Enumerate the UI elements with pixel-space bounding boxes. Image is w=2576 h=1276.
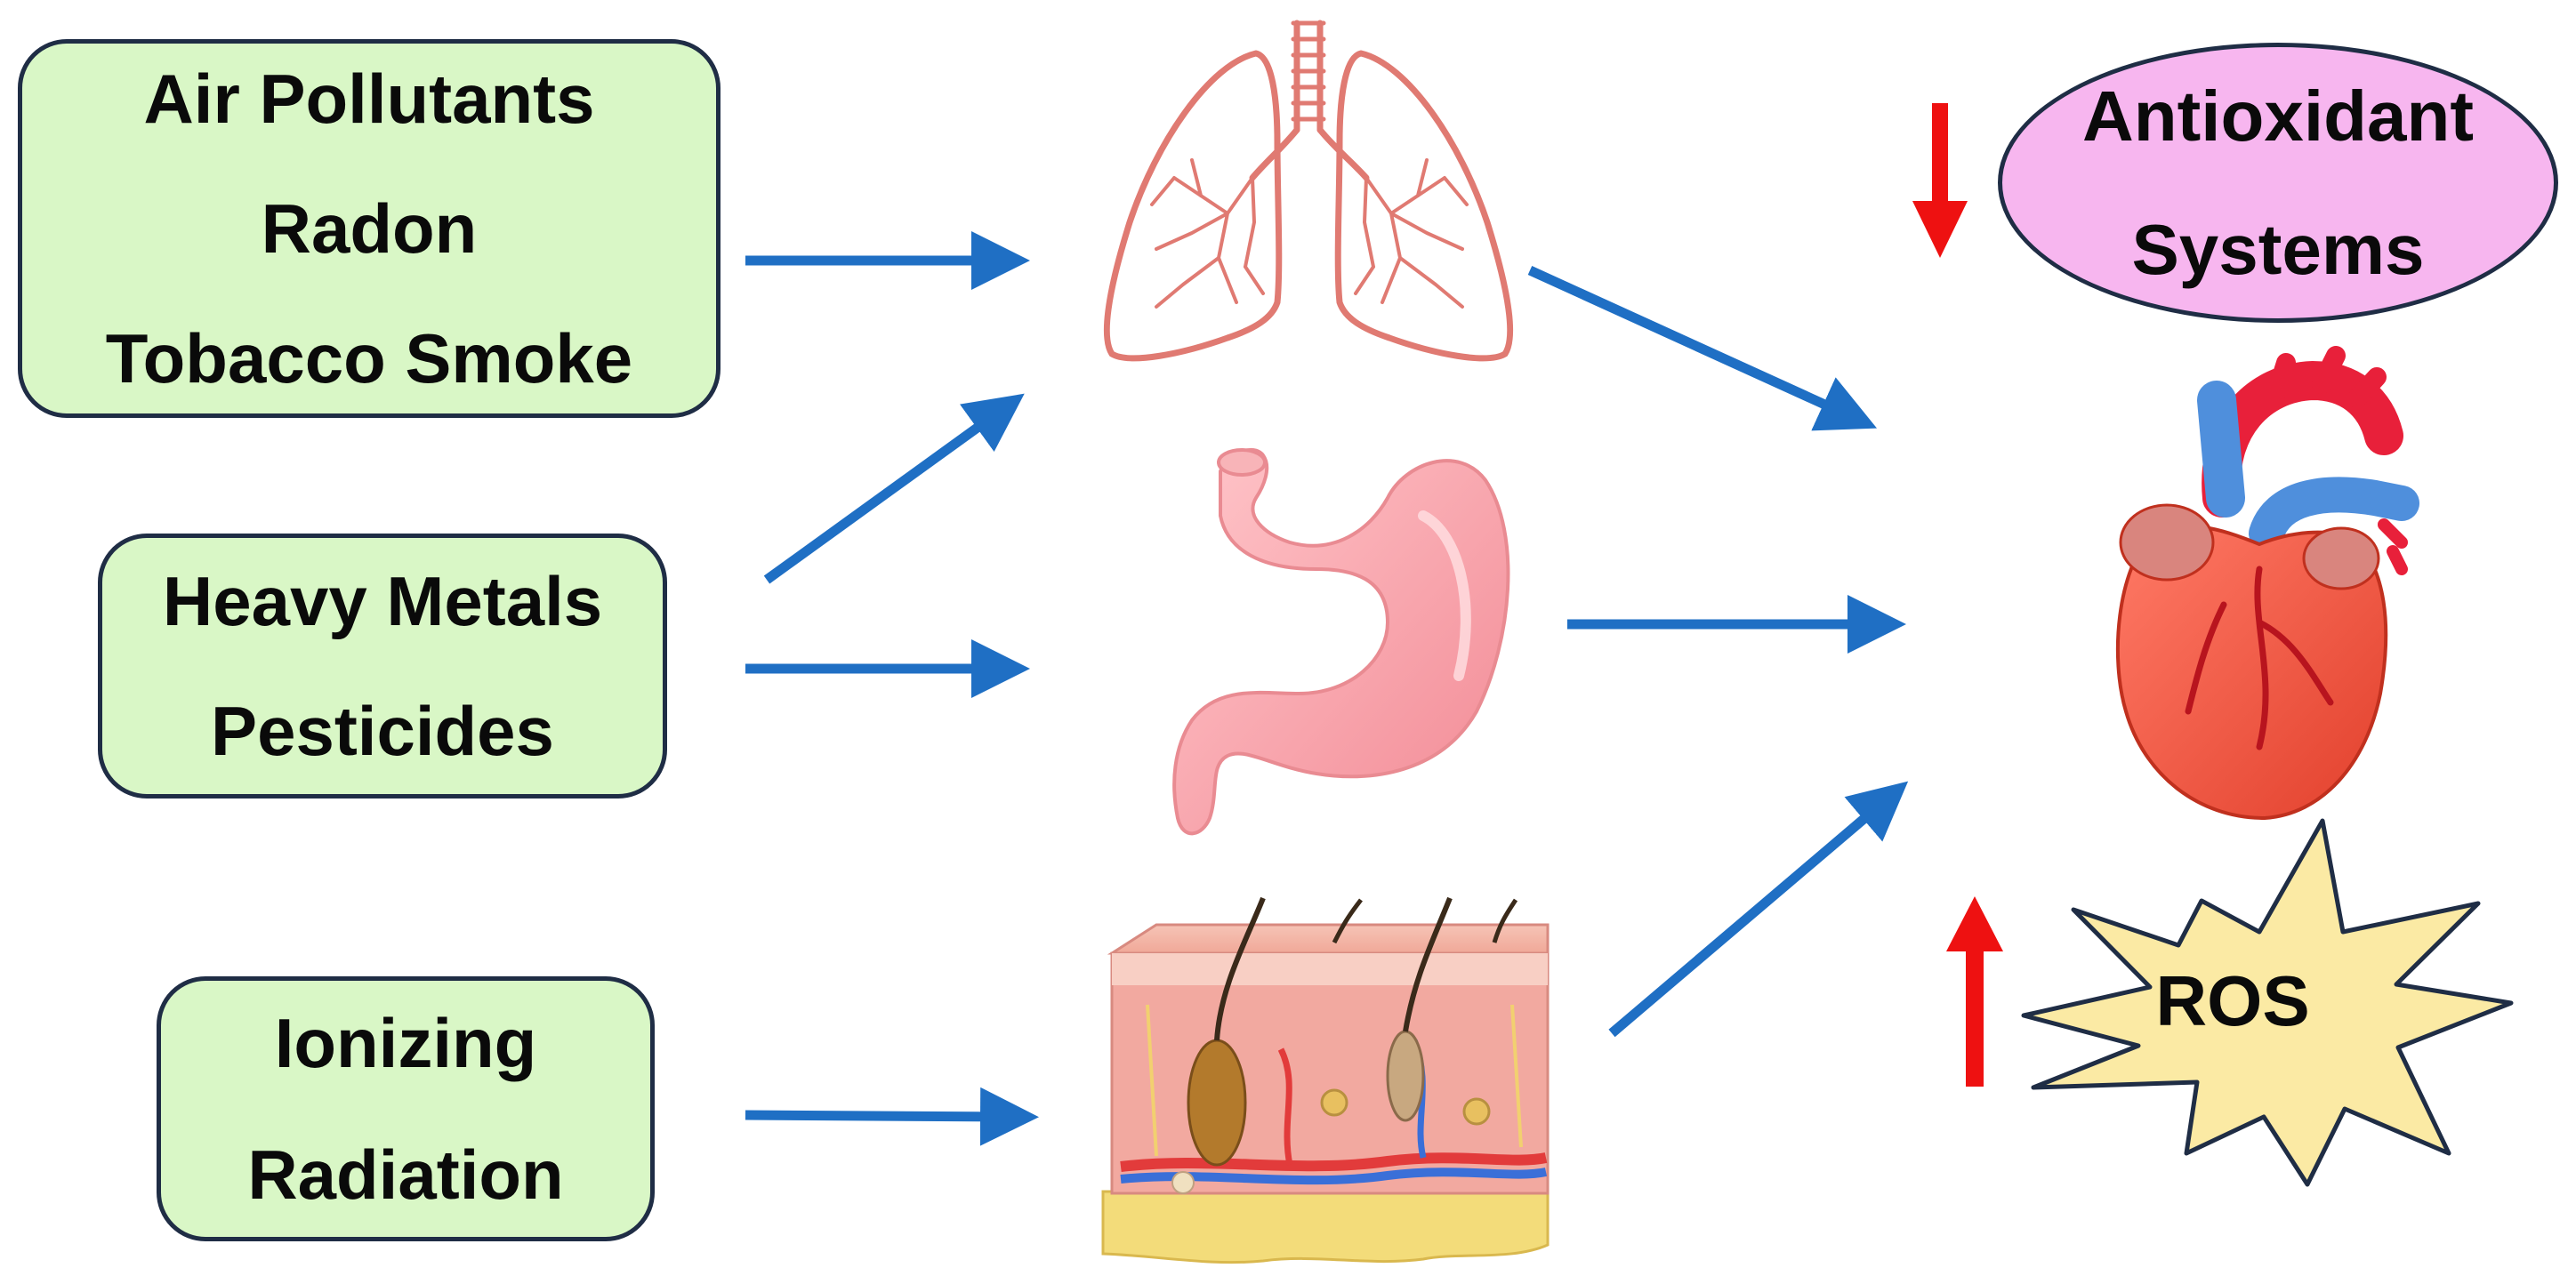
stomach-icon — [1172, 448, 1510, 836]
source-label-ionizing: Ionizing — [274, 1004, 537, 1082]
ros-starburst — [2021, 818, 2514, 1187]
source-box-metals: Heavy Metals Pesticides — [98, 534, 667, 799]
flow-arrows-organs — [1527, 265, 1909, 1038]
source-label-heavy-metals: Heavy Metals — [162, 562, 603, 640]
source-label-tobacco-smoke: Tobacco Smoke — [105, 319, 633, 397]
flow-arrows-sources — [745, 231, 1039, 1146]
arrow-group3-to-skin — [745, 1087, 1039, 1146]
arrow-skin-to-heart — [1608, 781, 1909, 1038]
antioxidant-label-line1: Antioxidant — [2082, 76, 2474, 156]
source-label-air-pollutants: Air Pollutants — [143, 60, 595, 138]
up-trend-arrow-icon — [1946, 896, 2003, 1087]
antioxidant-systems-ellipse: Antioxidant Systems — [1998, 43, 2558, 323]
arrow-group2-to-lungs — [763, 393, 1025, 584]
source-label-pesticides: Pesticides — [211, 692, 554, 770]
ros-label: ROS — [2155, 961, 2310, 1040]
skin-section-icon — [1101, 896, 1550, 1264]
down-trend-arrow-icon — [1912, 103, 1968, 258]
lungs-icon — [1103, 20, 1514, 362]
source-box-radiation: Ionizing Radiation — [157, 976, 655, 1241]
arrow-lungs-to-heart — [1527, 265, 1878, 431]
source-label-radiation: Radiation — [247, 1136, 564, 1214]
heart-icon — [2115, 346, 2419, 821]
source-box-pollutants: Air Pollutants Radon Tobacco Smoke — [18, 39, 720, 418]
antioxidant-label-line2: Systems — [2131, 209, 2425, 289]
source-label-radon: Radon — [261, 189, 478, 268]
